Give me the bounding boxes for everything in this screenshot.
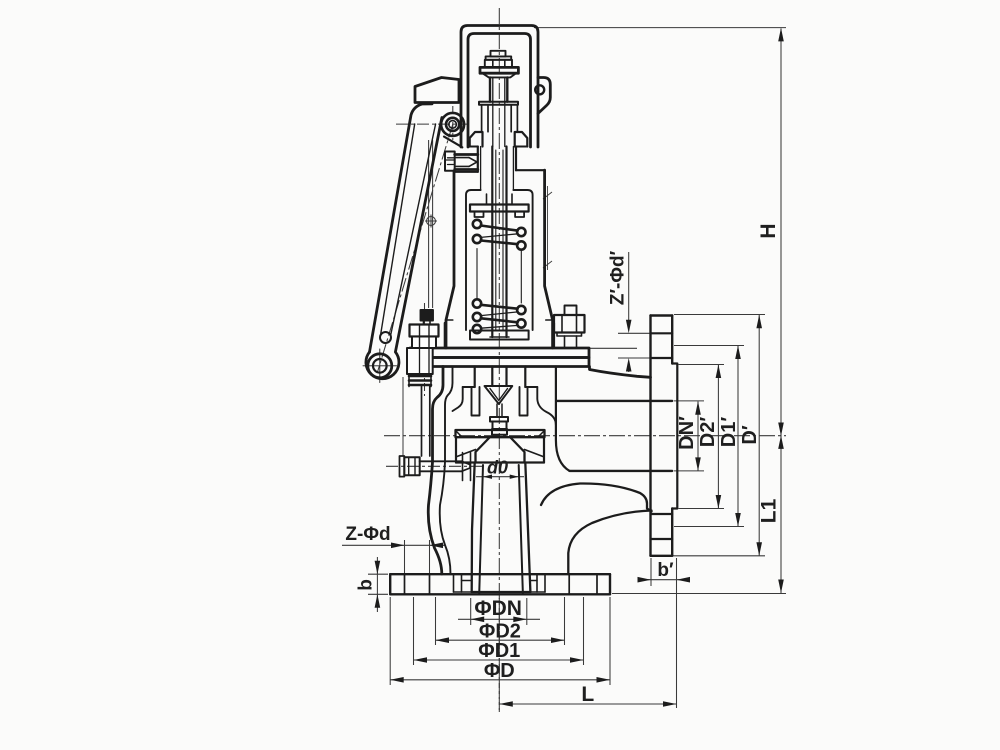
svg-text:ΦD1: ΦD1 — [478, 640, 520, 662]
svg-text:D2′: D2′ — [697, 417, 719, 448]
svg-text:DN′: DN′ — [676, 416, 698, 450]
svg-text:Z′-Φd′: Z′-Φd′ — [608, 250, 629, 305]
svg-text:ΦD2: ΦD2 — [479, 620, 521, 642]
svg-text:d0: d0 — [487, 458, 508, 478]
svg-text:b: b — [356, 579, 377, 591]
svg-text:b′: b′ — [657, 560, 674, 581]
svg-text:Z-Φd: Z-Φd — [345, 524, 390, 545]
svg-text:D′: D′ — [739, 425, 761, 444]
svg-text:H: H — [757, 223, 780, 238]
svg-text:ΦDN: ΦDN — [474, 597, 522, 620]
svg-text:L: L — [581, 683, 594, 706]
svg-text:ΦD: ΦD — [484, 660, 515, 682]
svg-text:L1: L1 — [758, 498, 781, 523]
svg-text:D1′: D1′ — [718, 417, 740, 448]
